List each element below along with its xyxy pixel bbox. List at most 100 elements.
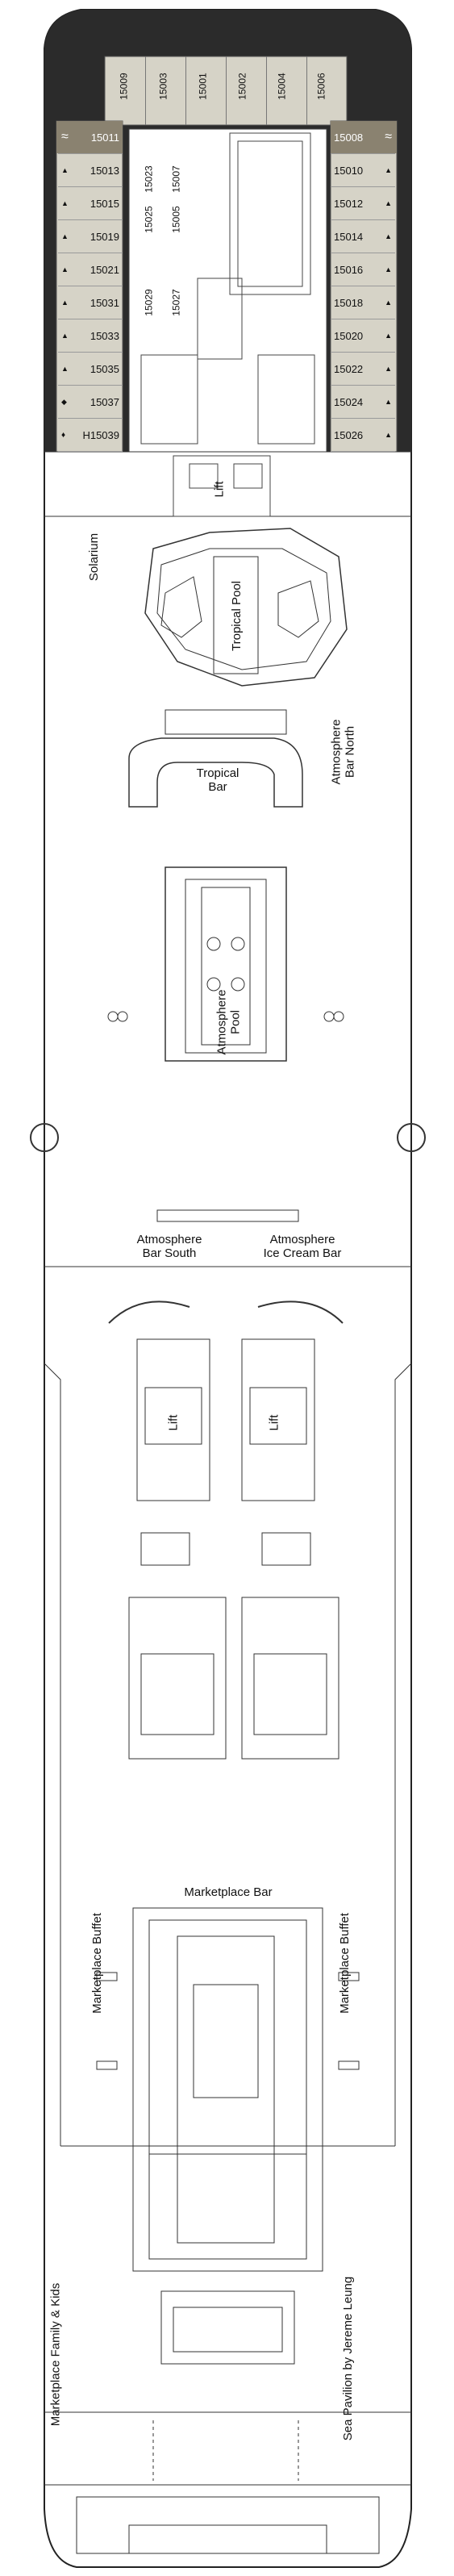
cabin-number: 15019 bbox=[90, 230, 119, 243]
bed-triangle-icon: ▲ bbox=[61, 232, 69, 240]
cabin-15011[interactable]: ≈15011 bbox=[58, 121, 123, 154]
cabin-15037[interactable]: ◆ 15037 bbox=[58, 386, 123, 419]
cabin-H15039[interactable]: ♦ H15039 bbox=[58, 419, 123, 452]
cabin-number: 15016 bbox=[334, 263, 364, 276]
bed-triangle-icon: ▲ bbox=[61, 265, 69, 273]
cabin-divider bbox=[266, 56, 267, 125]
port-cabin-list: ≈15011 ▲ 15013 ▲ 15015 ▲ 15019 ▲ 15021 ▲ 15031 ▲ 150… bbox=[58, 121, 123, 452]
cabin-15020[interactable]: 15020 ▲ bbox=[331, 319, 395, 353]
accessible-icon: ♦ bbox=[61, 430, 66, 440]
bed-triangle-icon: ▲ bbox=[61, 166, 69, 174]
cabin-15026[interactable]: 15026 ▲ bbox=[331, 419, 395, 452]
cabin-number: 15024 bbox=[334, 395, 364, 408]
cabin-15010[interactable]: 15010 ▲ bbox=[331, 154, 395, 187]
cabin-15013[interactable]: ▲ 15013 bbox=[58, 154, 123, 187]
cabin-15027[interactable]: 15027 bbox=[170, 289, 182, 316]
cabin-15004[interactable]: 15004 bbox=[276, 73, 288, 100]
cabin-number: 15033 bbox=[90, 329, 119, 342]
cabin-15002[interactable]: 15002 bbox=[236, 73, 248, 100]
cabin-number: 15018 bbox=[334, 296, 364, 309]
cabin-number: 15014 bbox=[334, 230, 364, 243]
cabin-15008[interactable]: 15008 ≈ bbox=[331, 121, 395, 154]
cabin-15022[interactable]: 15022 ▲ bbox=[331, 353, 395, 386]
marketplace-bar-counter bbox=[132, 1907, 323, 2272]
tropical-bar-label: Tropical Bar bbox=[196, 766, 239, 795]
cabin-divider bbox=[226, 56, 227, 125]
cabin-number: 15015 bbox=[90, 197, 119, 210]
atmosphere-pool-outline bbox=[165, 866, 287, 1062]
bed-triangle-icon: ▲ bbox=[385, 232, 392, 240]
cabin-15019[interactable]: ▲ 15019 bbox=[58, 220, 123, 253]
cabin-divider bbox=[145, 56, 146, 125]
tropical-pool-label: Tropical Pool bbox=[229, 581, 244, 651]
bed-triangle-icon: ▲ bbox=[385, 365, 392, 373]
bed-triangle-icon: ▲ bbox=[61, 365, 69, 373]
cabin-number: 15031 bbox=[90, 296, 119, 309]
cabin-15014[interactable]: 15014 ▲ bbox=[331, 220, 395, 253]
cabin-number: 15022 bbox=[334, 362, 364, 375]
cabin-number: 15026 bbox=[334, 428, 364, 441]
cabin-15031[interactable]: ▲ 15031 bbox=[58, 286, 123, 319]
bed-triangle-icon: ▲ bbox=[385, 299, 392, 307]
cabin-15029[interactable]: 15029 bbox=[143, 289, 155, 316]
cabin-15003[interactable]: 15003 bbox=[157, 73, 169, 100]
cabin-number: 15037 bbox=[90, 395, 119, 408]
port-suite bbox=[56, 121, 123, 153]
atmosphere-ice-cream-bar-label: Atmosphere Ice Cream Bar bbox=[263, 1233, 342, 1261]
cabin-15023[interactable]: 15023 bbox=[143, 165, 155, 193]
cabin-number: 15020 bbox=[334, 329, 364, 342]
cabin-15018[interactable]: 15018 ▲ bbox=[331, 286, 395, 319]
tropical-pool-shape bbox=[144, 528, 348, 687]
cabin-15024[interactable]: 15024 ▲ bbox=[331, 386, 395, 419]
cabin-number: 15010 bbox=[334, 164, 364, 177]
cabin-15005[interactable]: 15005 bbox=[170, 206, 182, 233]
atmosphere-bar-north-label: Atmosphere Bar North bbox=[329, 719, 357, 785]
cabin-number: 15021 bbox=[90, 263, 119, 276]
cabin-number: 15012 bbox=[334, 197, 364, 210]
marketplace-buffet-right-label: Marketplace Buffet bbox=[337, 1913, 352, 2014]
lift-forward-label: Lift bbox=[212, 481, 227, 498]
cabin-15012[interactable]: 15012 ▲ bbox=[331, 187, 395, 220]
marketplace-bar-label: Marketplace Bar bbox=[184, 1885, 273, 1899]
lift-aft-left-label: Lift bbox=[166, 1414, 181, 1431]
lift-aft-right-label: Lift bbox=[267, 1414, 281, 1431]
cabin-15021[interactable]: ▲ 15021 bbox=[58, 253, 123, 286]
cabin-15015[interactable]: ▲ 15015 bbox=[58, 187, 123, 220]
bed-triangle-icon: ▲ bbox=[61, 332, 69, 340]
cabin-15007[interactable]: 15007 bbox=[170, 165, 182, 193]
cabin-15009[interactable]: 15009 bbox=[118, 73, 130, 100]
suite-wave-icon: ≈ bbox=[385, 130, 392, 144]
atmosphere-bar-south-label: Atmosphere Bar South bbox=[136, 1233, 202, 1261]
bed-triangle-icon: ▲ bbox=[385, 265, 392, 273]
cabin-number: H15039 bbox=[82, 428, 119, 441]
starboard-suite bbox=[331, 121, 397, 153]
cabin-15006[interactable]: 15006 bbox=[315, 73, 327, 100]
bed-triangle-icon: ▲ bbox=[61, 299, 69, 307]
cabin-15025[interactable]: 15025 bbox=[143, 206, 155, 233]
cabin-15016[interactable]: 15016 ▲ bbox=[331, 253, 395, 286]
marketplace-family-kids-label: Marketplace Family & Kids bbox=[48, 2282, 63, 2427]
bed-triangle-icon: ▲ bbox=[385, 398, 392, 406]
bed-triangle-icon: ▲ bbox=[385, 166, 392, 174]
cabin-15033[interactable]: ▲ 15033 bbox=[58, 319, 123, 353]
bed-triangle-icon: ▲ bbox=[385, 431, 392, 439]
solarium-label: Solarium bbox=[87, 532, 102, 582]
cabin-number: 15008 bbox=[334, 131, 364, 144]
bed-triangle-icon: ▲ bbox=[385, 332, 392, 340]
bed-triangle-icon: ▲ bbox=[385, 199, 392, 207]
bed-triangle-icon: ▲ bbox=[61, 199, 69, 207]
cabin-15035[interactable]: ▲ 15035 bbox=[58, 353, 123, 386]
diamond-icon: ◆ bbox=[61, 397, 67, 406]
cabin-15001[interactable]: 15001 bbox=[197, 73, 209, 100]
cabin-number: 15035 bbox=[90, 362, 119, 375]
atmosphere-pool-label: Atmosphere Pool bbox=[215, 989, 243, 1055]
cabin-number: 15013 bbox=[90, 164, 119, 177]
starboard-cabin-list: 15008≈15010▲15012▲15014▲15016▲15018▲1502… bbox=[331, 121, 395, 452]
marketplace-buffet-left-label: Marketplace Buffet bbox=[90, 1913, 104, 2014]
cabin-divider bbox=[185, 56, 186, 125]
starboard-cabin-column bbox=[330, 120, 398, 453]
suite-wave-icon: ≈ bbox=[61, 130, 69, 144]
sea-pavilion-label: Sea Pavilion by Jereme Leung bbox=[341, 2276, 356, 2441]
lift-forward-shaft bbox=[173, 455, 271, 517]
cabin-number: 15011 bbox=[90, 131, 119, 144]
